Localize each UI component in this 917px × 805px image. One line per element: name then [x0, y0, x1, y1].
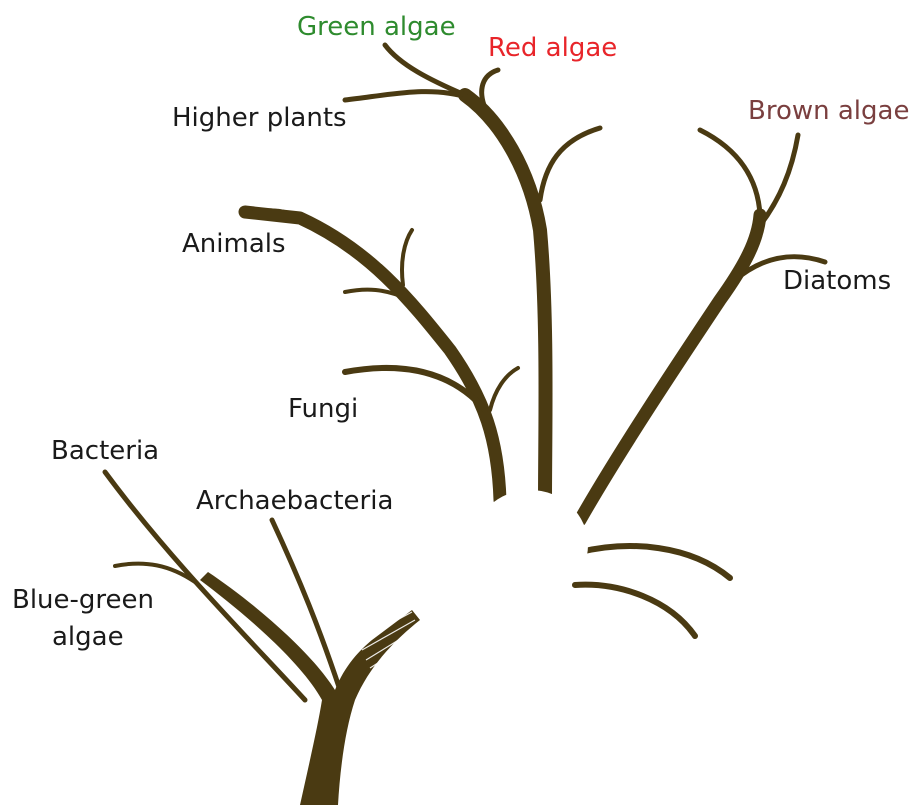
- label-animals: Animals: [182, 229, 286, 259]
- branch-green-algae: [385, 45, 465, 95]
- label-blue-green-algae-line2: algae: [52, 622, 124, 652]
- tree-branches: [105, 45, 825, 805]
- label-archaebacteria: Archaebacteria: [196, 486, 393, 516]
- label-higher-plants: Higher plants: [172, 103, 347, 133]
- branch-animals-twig: [402, 230, 412, 285]
- label-green-algae: Green algae: [297, 12, 456, 42]
- branch-red-algae: [482, 70, 498, 108]
- branch-plants-stem: [465, 95, 546, 500]
- label-fungi: Fungi: [288, 394, 358, 424]
- label-bacteria: Bacteria: [51, 436, 159, 466]
- label-brown-algae: Brown algae: [748, 96, 909, 126]
- branch-brown-stem: [580, 215, 760, 520]
- branch-lower-right-1: [580, 546, 730, 578]
- label-blue-green-algae-line1: Blue-green: [12, 585, 154, 615]
- branch-center-twig: [540, 128, 600, 200]
- branch-lower-right-2: [575, 585, 695, 636]
- label-diatoms: Diatoms: [783, 266, 891, 296]
- label-red-algae: Red algae: [488, 33, 617, 63]
- branch-brown-algae-left: [700, 130, 760, 215]
- branch-higher-plants: [345, 92, 470, 100]
- branch-fungi-twig: [490, 368, 518, 410]
